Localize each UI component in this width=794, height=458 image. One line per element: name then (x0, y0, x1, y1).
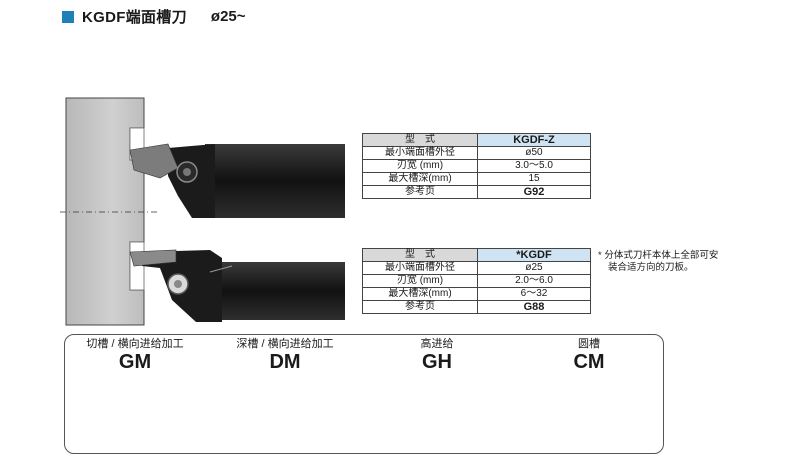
row-label: 参考页 (362, 300, 478, 314)
insert-cm: 圆槽 CM (514, 338, 664, 373)
row-value: 3.0～5.0 (477, 159, 591, 173)
row-value: ø50 (477, 146, 591, 160)
table-row: 最大槽深(mm) 15 (362, 172, 591, 186)
insert-sub-label: 圆槽 (578, 338, 600, 350)
title-text: KGDF端面槽刀 (82, 9, 187, 26)
lower-tool-holder (129, 249, 345, 322)
spec-table-kgdf: 型 式 *KGDF 最小端面槽外径 ø25 刃宽 (mm) 2.0～6.0 最大… (362, 248, 591, 314)
row-label: 最小端面槽外径 (362, 261, 478, 275)
table-header-value: KGDF-Z (477, 133, 591, 147)
footnote-line-1: * 分体式刀杆本体上全部可安 (598, 250, 719, 261)
insert-sub-label: 高进给 (420, 338, 454, 350)
table-row: 参考页 G92 (362, 185, 591, 199)
workpiece (65, 97, 145, 326)
table-header-label: 型 式 (362, 248, 478, 262)
row-label: 最大槽深(mm) (362, 172, 478, 186)
insert-gm: 切槽 / 横向进给加工 GM (60, 338, 210, 373)
row-label: 最小端面槽外径 (362, 146, 478, 160)
row-value: ø25 (477, 261, 591, 275)
table-row: 最小端面槽外径 ø50 (362, 146, 591, 160)
insert-code: GM (118, 351, 152, 373)
title-square-icon (62, 10, 74, 23)
page-title: KGDF端面槽刀 ø25~ (62, 6, 246, 27)
table-header-label: 型 式 (362, 133, 478, 147)
table-row: 最大槽深(mm) 6～32 (362, 287, 591, 301)
row-label: 刃宽 (mm) (362, 274, 478, 288)
row-value: 15 (477, 172, 591, 186)
insert-gh: 高进给 GH (362, 338, 512, 373)
insert-dm: 深槽 / 横向进给加工 DM (210, 338, 360, 373)
insert-sub-label: 切槽 / 横向进给加工 (86, 338, 184, 350)
table-row: 刃宽 (mm) 3.0～5.0 (362, 159, 591, 173)
spec-table-kgdf-z: 型 式 KGDF-Z 最小端面槽外径 ø50 刃宽 (mm) 3.0～5.0 最… (362, 133, 591, 199)
upper-tool-holder (129, 143, 345, 218)
footnote-line-2: 装合适方向的刀板。 (608, 262, 694, 273)
insert-code: DM (269, 351, 301, 373)
row-label: 参考页 (362, 185, 478, 199)
footnote: * 分体式刀杆本体上全部可安 装合适方向的刀板。 (598, 250, 778, 274)
table-header-value: *KGDF (477, 248, 591, 262)
table-row: 刃宽 (mm) 2.0～6.0 (362, 274, 591, 288)
row-value: 2.0～6.0 (477, 274, 591, 288)
title-diameter: ø25~ (210, 8, 246, 25)
reference-page-link[interactable]: G92 (477, 185, 591, 199)
table-row: 参考页 G88 (362, 300, 591, 314)
table-row: 最小端面槽外径 ø25 (362, 261, 591, 275)
insert-code: CM (573, 351, 605, 373)
row-value: 6～32 (477, 287, 591, 301)
row-label: 最大槽深(mm) (362, 287, 478, 301)
reference-page-link[interactable]: G88 (477, 300, 591, 314)
insert-sub-label: 深槽 / 横向进给加工 (236, 338, 334, 350)
row-label: 刃宽 (mm) (362, 159, 478, 173)
insert-code: GH (422, 351, 452, 373)
insert-panel (64, 334, 664, 454)
